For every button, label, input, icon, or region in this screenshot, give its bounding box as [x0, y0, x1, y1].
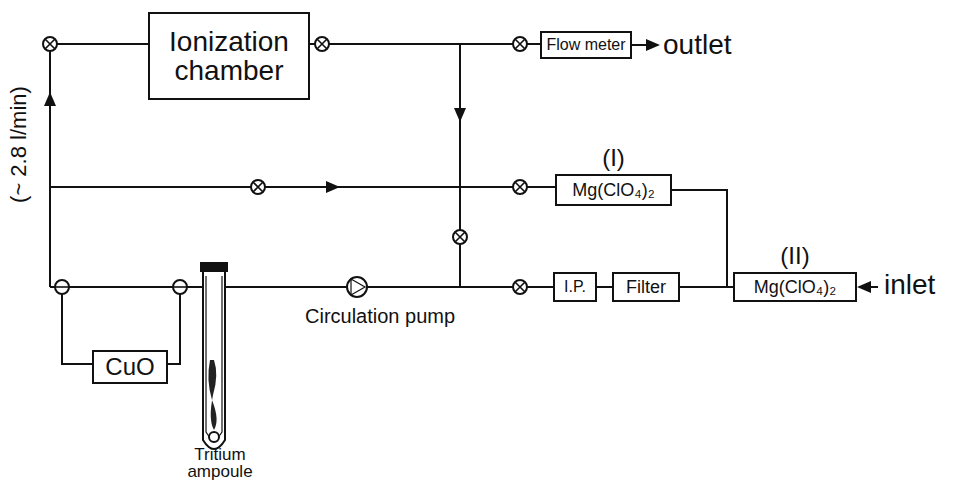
- port-label: inlet: [884, 270, 935, 299]
- chamber-box: Ionization chamber: [148, 12, 310, 100]
- pipe-connector: [597, 286, 612, 288]
- part-name: Tritium ampoule: [175, 446, 265, 480]
- tritium-ampoule: [200, 262, 228, 449]
- pipe: [50, 186, 555, 188]
- drier-box: (I)Mg(ClO₄)₂: [555, 174, 672, 206]
- drier-box: (II)Mg(ClO₄)₂: [733, 272, 857, 302]
- circulation-pump: [347, 277, 367, 297]
- pipe-connector: [680, 286, 733, 288]
- pipe: [50, 286, 553, 288]
- pipe: [50, 43, 148, 45]
- cuo-box: CuO: [92, 350, 168, 384]
- box-label: Flow meter: [546, 37, 625, 54]
- port-label: outlet: [663, 30, 732, 59]
- box-label: Mg(ClO₄)₂: [754, 278, 836, 297]
- box-label: Ionization chamber: [154, 27, 304, 86]
- filter-box: Filter: [612, 272, 680, 302]
- box-label: CuO: [105, 354, 154, 379]
- pipe-connector: [310, 43, 540, 45]
- callout-number: (I): [557, 144, 670, 172]
- part-name: Circulation pump: [305, 306, 455, 327]
- ion-pump-box: I.P.: [553, 272, 597, 302]
- pipe: [49, 44, 51, 287]
- box-label: Mg(ClO₄)₂: [572, 181, 654, 200]
- pipe-connector: [672, 190, 733, 287]
- callout-number: (II): [735, 242, 855, 270]
- box-label: I.P.: [564, 279, 586, 296]
- pipe: [459, 44, 461, 287]
- flow-rate-note: (~ 2.8 l/min): [6, 87, 29, 204]
- flow-meter-box: Flow meter: [540, 31, 632, 59]
- box-label: Filter: [626, 278, 666, 297]
